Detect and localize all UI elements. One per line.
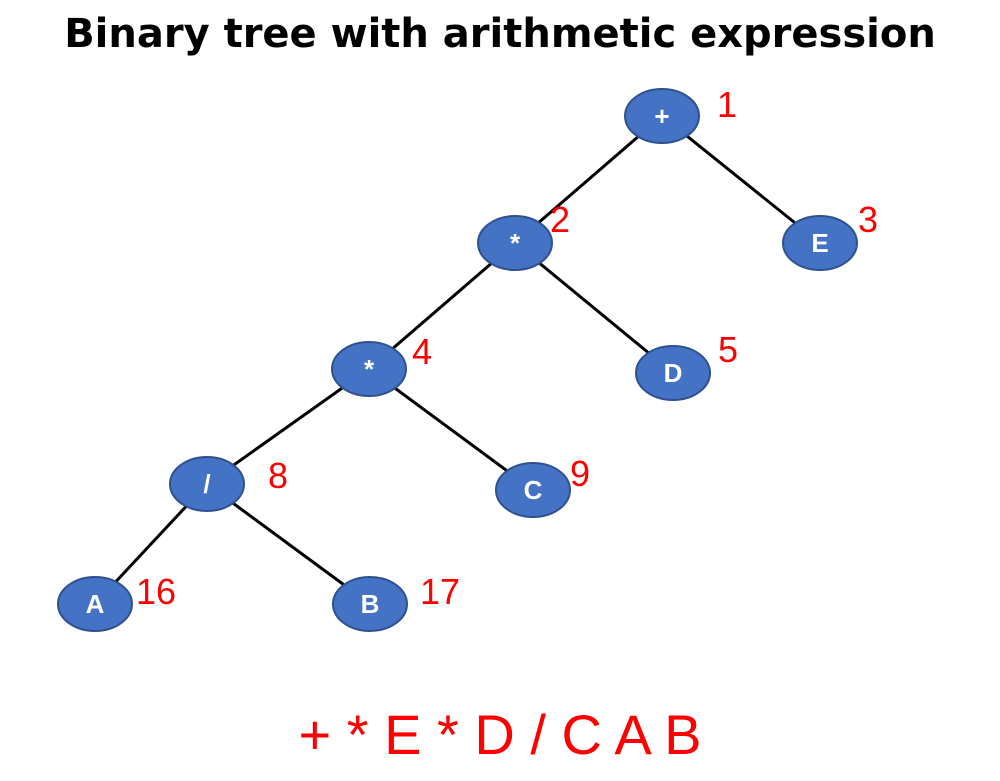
node-operator-label: +	[654, 101, 669, 131]
tree-edges	[93, 114, 821, 606]
node-ellipse	[331, 341, 407, 397]
node-operator-label: D	[664, 358, 683, 388]
node-ellipse	[169, 456, 245, 512]
node-index-label: 1	[717, 84, 737, 125]
prefix-expression: + * E * D / C A B	[298, 703, 702, 766]
tree-node-1: +1	[624, 84, 737, 144]
node-ellipse	[782, 215, 858, 271]
node-operator-label: E	[811, 228, 828, 258]
node-operator-label: B	[361, 589, 380, 619]
node-ellipse	[477, 215, 553, 271]
node-operator-label: *	[510, 228, 521, 258]
tree-node-5: D5	[635, 329, 738, 401]
tree-node-17: B 17	[332, 571, 460, 632]
edge-n8-n17	[206, 482, 371, 606]
node-operator-label: *	[364, 354, 375, 384]
node-operator-label: A	[86, 589, 105, 619]
node-index-label: 16	[136, 571, 176, 612]
tree-node-3: E3	[782, 199, 878, 271]
node-index-label: 5	[718, 329, 738, 370]
tree-node-8: /8	[169, 455, 288, 512]
tree-node-2: *2	[477, 199, 570, 271]
node-index-label: 3	[858, 199, 878, 240]
tree-node-4: *4	[331, 331, 432, 397]
edge-n2-n5	[514, 241, 674, 375]
node-ellipse	[635, 345, 711, 401]
diagram-title: Binary tree with arithmetic expression	[64, 11, 936, 57]
node-ellipse	[332, 576, 408, 632]
node-index-label: 9	[570, 453, 590, 494]
node-ellipse	[495, 462, 571, 518]
node-index-label: 4	[412, 331, 432, 372]
node-operator-label: C	[524, 475, 543, 505]
edge-n4-n9	[368, 367, 534, 492]
node-index-label: 17	[420, 571, 460, 612]
tree-node-16: A 16	[57, 571, 176, 632]
node-ellipse	[624, 88, 700, 144]
node-operator-label: /	[203, 469, 210, 499]
node-ellipse	[57, 576, 133, 632]
node-index-label: 8	[268, 455, 288, 496]
node-index-label: 2	[550, 199, 570, 240]
edge-n1-n3	[661, 114, 821, 245]
